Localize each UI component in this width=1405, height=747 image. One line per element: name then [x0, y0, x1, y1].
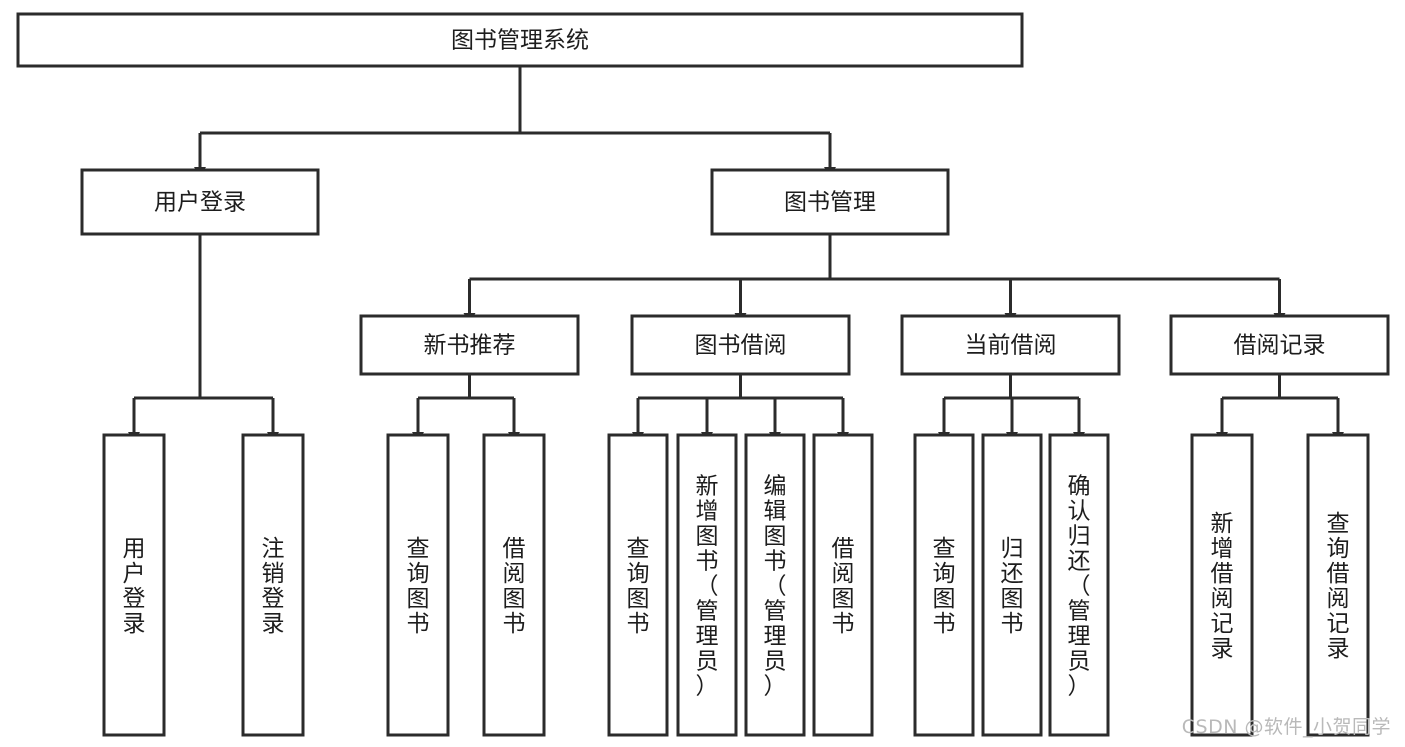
node-label-leaf-return-book: 归还图书	[1001, 536, 1024, 637]
edge-group-borrow-record	[1216, 374, 1344, 442]
node-leaf-query-book-2[interactable]: 查询图书	[607, 433, 669, 737]
node-box-borrow-record	[1169, 314, 1390, 376]
node-label-leaf-confirm-return: 确认归还（管理员）	[1068, 474, 1091, 700]
node-leaf-return-book[interactable]: 归还图书	[981, 433, 1043, 737]
node-box-leaf-borrow-book-1	[482, 433, 546, 737]
node-leaf-user-login[interactable]: 用户登录	[102, 433, 166, 737]
node-box-leaf-borrow-book-2	[812, 433, 874, 737]
node-label-leaf-query-book-1: 查询图书	[407, 536, 430, 637]
node-box-leaf-return-book	[981, 433, 1043, 737]
node-label-leaf-user-login: 用户登录	[123, 536, 146, 637]
node-label-leaf-query-book-3: 查询图书	[933, 536, 956, 637]
node-new-book-rec[interactable]: 新书推荐	[359, 314, 580, 376]
node-leaf-add-book[interactable]: 新增图书（管理员）	[676, 433, 738, 737]
edge-group-new-book-rec	[412, 374, 520, 442]
node-current-borrow[interactable]: 当前借阅	[900, 314, 1121, 376]
node-layer: 图书管理系统用户登录图书管理新书推荐图书借阅当前借阅借阅记录用户登录注销登录查询…	[16, 12, 1390, 737]
node-root[interactable]: 图书管理系统	[16, 12, 1024, 68]
node-leaf-query-book-1[interactable]: 查询图书	[386, 433, 450, 737]
node-leaf-add-record[interactable]: 新增借阅记录	[1190, 433, 1254, 737]
node-user-login[interactable]: 用户登录	[80, 168, 320, 236]
node-label-leaf-add-book: 新增图书（管理员）	[696, 474, 719, 700]
node-label-leaf-user-logout: 注销登录	[262, 536, 285, 637]
node-leaf-query-book-3[interactable]: 查询图书	[913, 433, 975, 737]
node-book-borrow[interactable]: 图书借阅	[630, 314, 851, 376]
node-label-leaf-query-record: 查询借阅记录	[1327, 511, 1350, 662]
node-leaf-edit-book[interactable]: 编辑图书（管理员）	[744, 433, 806, 737]
node-leaf-borrow-book-2[interactable]: 借阅图书	[812, 433, 874, 737]
node-leaf-borrow-book-1[interactable]: 借阅图书	[482, 433, 546, 737]
node-label-leaf-add-record: 新增借阅记录	[1211, 511, 1234, 662]
node-box-leaf-user-logout	[241, 433, 305, 737]
node-label-user-login: 用户登录	[154, 190, 246, 216]
node-box-leaf-add-record	[1190, 433, 1254, 737]
node-label-leaf-borrow-book-1: 借阅图书	[503, 536, 526, 637]
node-box-current-borrow	[900, 314, 1121, 376]
node-box-leaf-add-book	[676, 433, 738, 737]
edge-group-user-login	[128, 234, 279, 442]
node-label-leaf-edit-book: 编辑图书（管理员）	[764, 474, 787, 700]
node-label-book-manage: 图书管理	[784, 190, 876, 216]
node-box-book-borrow	[630, 314, 851, 376]
node-box-root	[16, 12, 1024, 68]
node-box-leaf-user-login	[102, 433, 166, 737]
node-book-manage[interactable]: 图书管理	[710, 168, 950, 236]
node-label-book-borrow: 图书借阅	[695, 333, 787, 359]
edge-group-book-manage	[463, 234, 1286, 323]
node-label-current-borrow: 当前借阅	[965, 333, 1057, 359]
edge-group-current-borrow	[938, 374, 1085, 442]
edge-group-root	[194, 66, 836, 177]
node-box-leaf-query-record	[1306, 433, 1370, 737]
node-label-leaf-borrow-book-2: 借阅图书	[832, 536, 855, 637]
node-leaf-query-record[interactable]: 查询借阅记录	[1306, 433, 1370, 737]
node-label-root: 图书管理系统	[451, 28, 589, 54]
node-borrow-record[interactable]: 借阅记录	[1169, 314, 1390, 376]
node-leaf-user-logout[interactable]: 注销登录	[241, 433, 305, 737]
watermark-text: CSDN @软件_小贺同学	[1181, 716, 1391, 738]
edge-layer	[128, 66, 1344, 442]
node-label-leaf-query-book-2: 查询图书	[627, 536, 650, 637]
node-box-new-book-rec	[359, 314, 580, 376]
node-box-leaf-query-book-2	[607, 433, 669, 737]
node-box-leaf-query-book-1	[386, 433, 450, 737]
node-label-borrow-record: 借阅记录	[1234, 333, 1326, 359]
node-leaf-confirm-return[interactable]: 确认归还（管理员）	[1048, 433, 1110, 737]
node-box-user-login	[80, 168, 320, 236]
edge-group-book-borrow	[632, 374, 849, 442]
node-box-leaf-confirm-return	[1048, 433, 1110, 737]
node-box-book-manage	[710, 168, 950, 236]
node-box-leaf-query-book-3	[913, 433, 975, 737]
node-label-new-book-rec: 新书推荐	[424, 333, 516, 359]
node-box-leaf-edit-book	[744, 433, 806, 737]
